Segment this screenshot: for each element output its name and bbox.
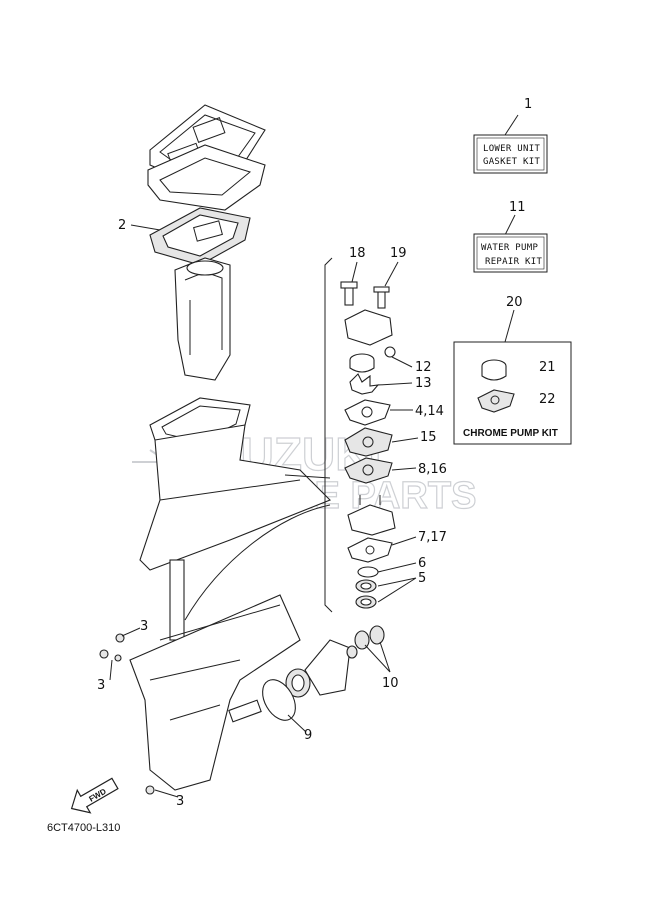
propeller-shaft-housing-drawing bbox=[285, 625, 385, 698]
water-pump-repair-kit-box: 11 WATER PUMP REPAIR KIT bbox=[473, 200, 548, 273]
callout-10: 10 bbox=[382, 676, 399, 691]
kit-frame-outer bbox=[473, 233, 548, 273]
chrome-pump-kit-title: CHROME PUMP KIT bbox=[463, 428, 558, 439]
o-ring-6-drawing bbox=[357, 566, 379, 578]
callout-15: 15 bbox=[420, 430, 437, 445]
callout-3-middle: 3 bbox=[97, 678, 105, 693]
water-pump-kit-line1: WATER PUMP bbox=[481, 243, 538, 253]
upper-casing-drawing bbox=[147, 144, 266, 211]
chrome-kit-frame bbox=[453, 341, 572, 445]
chrome-plate-22-drawing bbox=[477, 389, 515, 413]
cartridge-12-drawing bbox=[349, 353, 375, 373]
drive-shaft-housing-drawing bbox=[174, 257, 231, 381]
lower-unit-kit-line1: LOWER UNIT bbox=[483, 144, 540, 154]
callout-2: 2 bbox=[118, 218, 126, 233]
callout-5: 5 bbox=[418, 571, 426, 586]
callout-13: 13 bbox=[415, 376, 432, 391]
gasket-8-16-drawing bbox=[344, 457, 393, 484]
callout-22: 22 bbox=[539, 392, 556, 407]
leader-case-to-pump bbox=[184, 504, 331, 621]
chrome-sleeve-body-drawing bbox=[481, 366, 507, 381]
gasket-7-17-drawing bbox=[347, 537, 393, 563]
kit-frame-outer bbox=[473, 134, 548, 174]
fwd-arrow-icon bbox=[70, 777, 119, 814]
lower-unit-gasket-kit-box: 1 LOWER UNIT GASKET KIT bbox=[473, 97, 548, 174]
water-pump-kit-line2: REPAIR KIT bbox=[485, 257, 542, 267]
callout-3-top: 3 bbox=[140, 619, 148, 634]
kit-number-20: 20 bbox=[506, 295, 523, 310]
callout-4-14: 4,14 bbox=[415, 404, 444, 419]
fwd-arrow: FWD bbox=[70, 777, 119, 814]
callout-6: 6 bbox=[418, 556, 426, 571]
diagram-code: 6CT4700-L310 bbox=[47, 822, 120, 834]
pump-group-bracket bbox=[324, 257, 333, 613]
oil-seals-5-drawing bbox=[355, 579, 377, 609]
leader-plate-to-pump bbox=[284, 474, 331, 479]
bolts-18-19-drawing bbox=[340, 281, 390, 309]
pump-housing-drawing bbox=[344, 309, 396, 358]
plate-15-drawing bbox=[344, 427, 393, 457]
kit-frame-inner bbox=[476, 137, 545, 171]
callout-18: 18 bbox=[349, 246, 366, 261]
callout-7-17: 7,17 bbox=[418, 530, 447, 545]
impeller-13-drawing bbox=[349, 373, 380, 395]
kit-number-1: 1 bbox=[524, 97, 532, 112]
o-ring-9-drawing bbox=[262, 679, 296, 721]
callout-3-bottom: 3 bbox=[176, 794, 184, 809]
leader-lines bbox=[109, 114, 536, 798]
lower-unit-kit-line2: GASKET KIT bbox=[483, 157, 540, 167]
kit-number-11: 11 bbox=[509, 200, 526, 215]
chrome-plate-hole bbox=[490, 395, 500, 405]
gasket-2-drawing bbox=[149, 207, 251, 266]
gasket-4-14-drawing bbox=[344, 399, 391, 426]
callout-8-16: 8,16 bbox=[418, 462, 447, 477]
pump-base-drawing bbox=[347, 495, 396, 536]
chrome-pump-kit-box: 20 21 22 CHROME PUMP KIT bbox=[453, 295, 572, 445]
callout-9: 9 bbox=[304, 728, 312, 743]
callout-12: 12 bbox=[415, 360, 432, 375]
kit-frame-inner bbox=[476, 236, 545, 270]
lower-gear-case-drawing bbox=[129, 594, 301, 791]
callout-21: 21 bbox=[539, 360, 556, 375]
callout-19: 19 bbox=[390, 246, 407, 261]
